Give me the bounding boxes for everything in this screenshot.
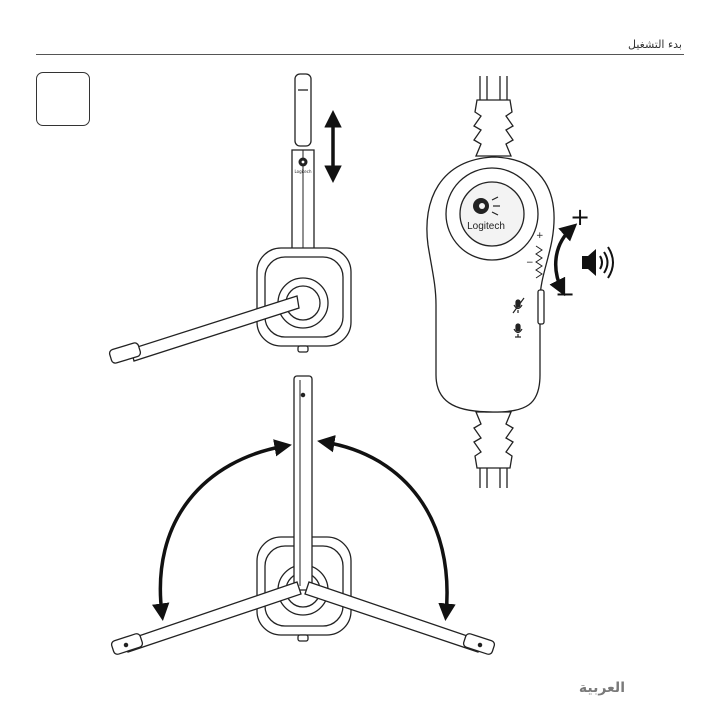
volume-plus: +: [570, 203, 590, 231]
wheel-minus: −: [526, 258, 534, 268]
boom-up: [294, 376, 312, 590]
headset-brand-small: Logitech: [294, 169, 311, 174]
wheel-plus: +: [536, 231, 544, 241]
speaker-volume-icon: [582, 247, 613, 278]
headset-bottom-view: [111, 376, 496, 655]
headband-slider: [295, 74, 311, 146]
logitech-logo-icon: [299, 158, 308, 167]
volume-minus: −: [555, 280, 575, 308]
controller-brand: Logitech: [467, 221, 505, 232]
language-label: العربية: [579, 680, 625, 696]
inline-controller: [427, 76, 554, 488]
headset-top-view: [109, 74, 351, 364]
